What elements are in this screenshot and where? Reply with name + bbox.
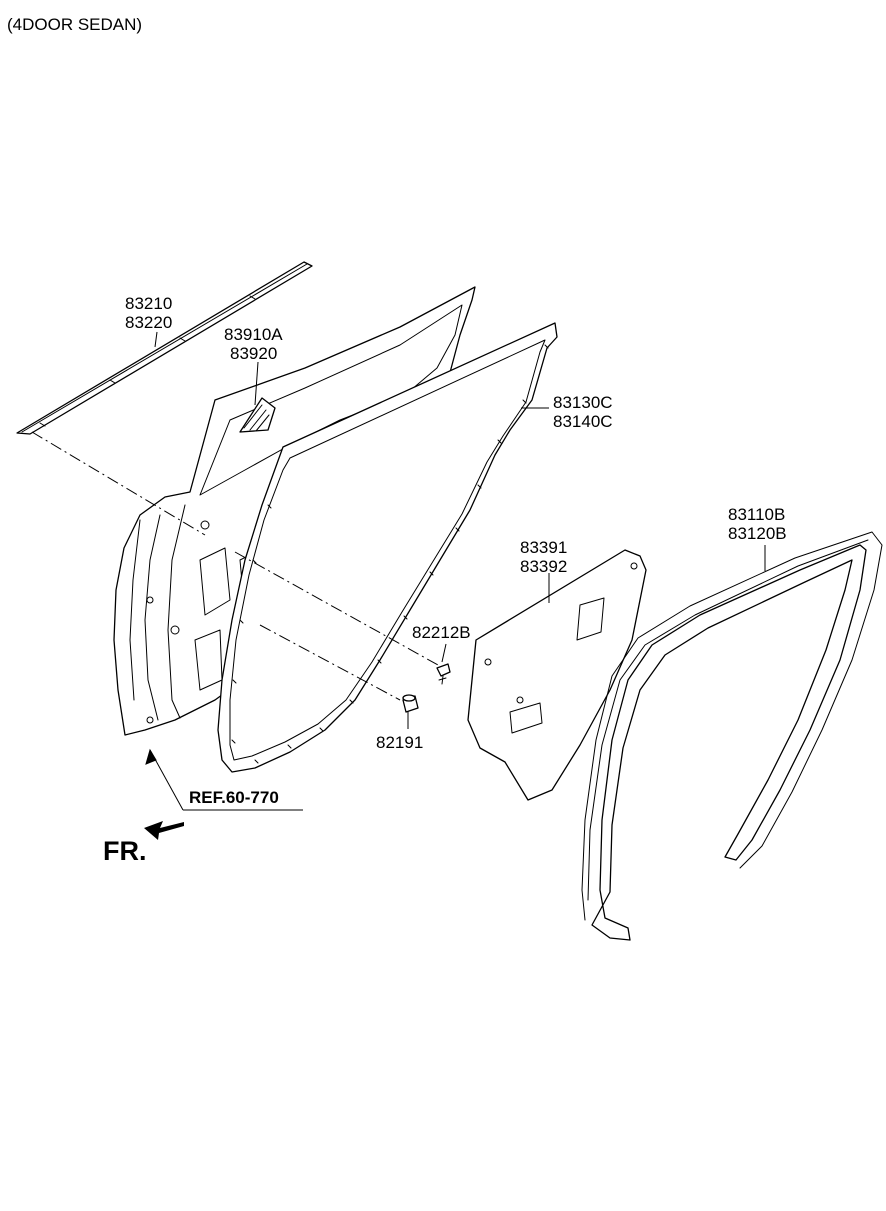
part-number-label: 83130C bbox=[553, 393, 613, 412]
part-number-label: 83910A bbox=[224, 325, 283, 344]
front-direction-label: FR. bbox=[103, 836, 147, 866]
part-number-label: 83140C bbox=[553, 412, 613, 431]
belt-moulding-strip bbox=[16, 261, 313, 435]
reference-label: REF.60-770 bbox=[189, 788, 279, 807]
insulator-pad bbox=[467, 549, 647, 801]
door-weatherstrip bbox=[217, 322, 558, 773]
part-number-label: 82212B bbox=[412, 623, 471, 642]
part-number-label: 83220 bbox=[125, 313, 172, 332]
part-number-label: 83110B bbox=[728, 505, 785, 524]
glass-run-channel bbox=[581, 531, 883, 941]
plug-icon bbox=[402, 694, 419, 713]
assembly-lines bbox=[31, 431, 439, 701]
part-number-label: 83210 bbox=[125, 294, 172, 313]
leader-lines bbox=[145, 331, 766, 811]
part-number-label: 83391 bbox=[520, 538, 567, 557]
part-number-label: 83920 bbox=[230, 344, 277, 363]
screw-icon bbox=[436, 663, 451, 685]
diagram-title: (4DOOR SEDAN) bbox=[7, 15, 142, 34]
part-number-label: 83120B bbox=[728, 524, 787, 543]
part-number-label: 82191 bbox=[376, 733, 423, 752]
front-direction-arrow-icon bbox=[144, 821, 184, 840]
part-number-label: 83392 bbox=[520, 557, 567, 576]
